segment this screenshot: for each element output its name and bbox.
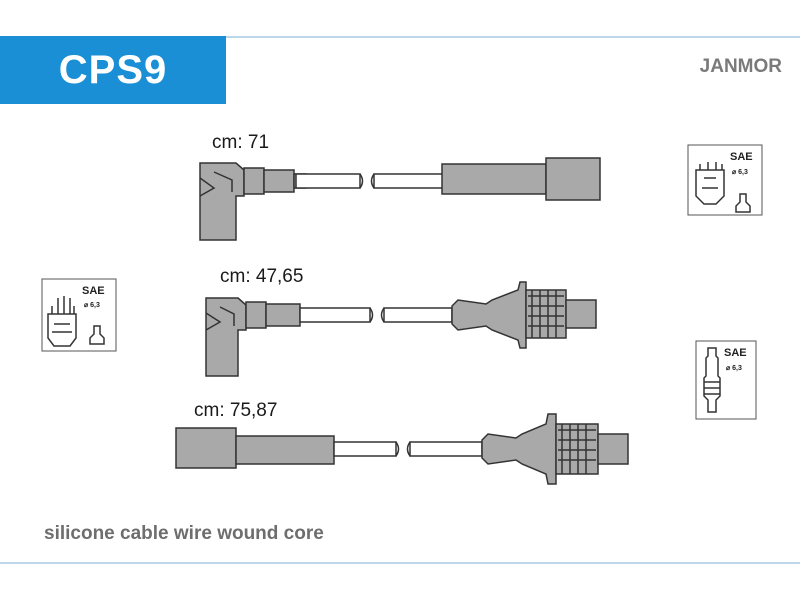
terminal-icon <box>735 193 751 213</box>
cable-3 <box>175 413 629 485</box>
sae-size: ⌀ 6,3 <box>726 365 742 372</box>
spark-plug-boot-3 <box>481 413 629 485</box>
break-mark <box>369 307 374 323</box>
wire-2a <box>299 307 371 323</box>
sae-size: ⌀ 6,3 <box>732 169 748 176</box>
header-rule <box>0 36 800 38</box>
wire-2b <box>383 307 453 323</box>
sae-connector-right: SAE ⌀ 6,3 <box>695 340 757 420</box>
cable-2 <box>205 281 597 377</box>
sae-label: SAE <box>82 285 105 297</box>
sae-label: SAE <box>730 151 753 163</box>
break-mark <box>395 441 400 457</box>
cable-1-length: cm: 71 <box>212 132 270 153</box>
angled-boot-left-1 <box>199 162 307 241</box>
terminal-icon <box>89 325 105 345</box>
cable-3-length: cm: 75,87 <box>194 400 278 421</box>
cable-2-length: cm: 47,65 <box>220 266 304 287</box>
distributor-cap-icon <box>47 296 77 347</box>
footer-rule <box>0 562 800 564</box>
cable-1 <box>199 157 601 241</box>
sae-size: ⌀ 6,3 <box>84 302 100 309</box>
cable-description: silicone cable wire wound core <box>44 523 324 544</box>
sae-label: SAE <box>724 347 747 359</box>
angled-boot-left-2 <box>205 297 301 377</box>
straight-boot-left-3 <box>175 427 335 469</box>
product-code: CPS9 <box>0 36 226 104</box>
break-mark <box>359 173 364 189</box>
sae-connector-left: SAE ⌀ 6,3 <box>41 278 117 352</box>
spark-plug-boot-2 <box>451 281 597 349</box>
sae-connector-top-right: SAE ⌀ 6,3 <box>687 144 763 216</box>
distributor-cap-icon <box>695 162 725 205</box>
wire-3b <box>409 441 483 457</box>
straight-boot-right-1 <box>441 157 601 201</box>
spark-plug-icon <box>703 347 721 413</box>
wire-1a <box>295 173 361 189</box>
brand-name: JANMOR <box>699 56 782 77</box>
wire-3a <box>333 441 397 457</box>
wire-1b <box>373 173 445 189</box>
